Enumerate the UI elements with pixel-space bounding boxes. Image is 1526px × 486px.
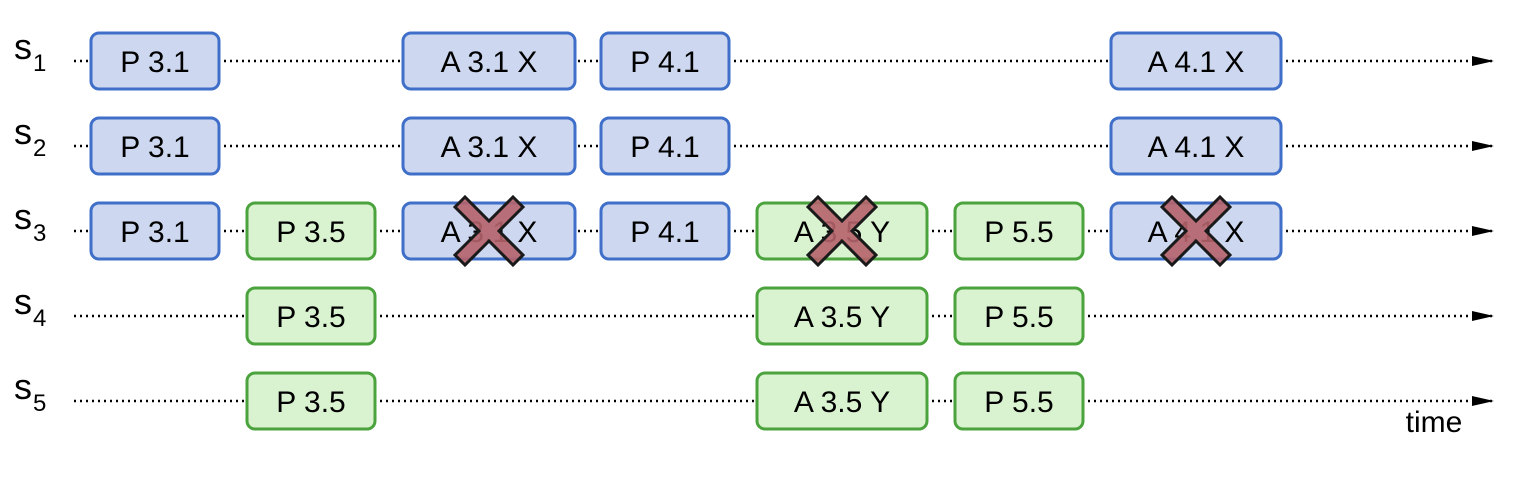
rejected-x-icon <box>452 194 526 268</box>
rejected-x-icon <box>1159 194 1233 268</box>
message-label: P 4.1 <box>630 46 700 79</box>
message-label: A 4.1 X <box>1148 131 1245 164</box>
message-box-bg <box>599 201 731 261</box>
message-box: P 4.1 <box>599 31 731 91</box>
message-box-bg <box>245 286 377 346</box>
server-label-s5: s5 <box>14 366 46 417</box>
message-box-bg <box>401 116 577 176</box>
message-box: A 4.1 X <box>1109 31 1283 91</box>
message-label: P 3.5 <box>276 301 346 334</box>
message-box-bg <box>953 201 1085 261</box>
message-box: A 4.1 X <box>1109 116 1283 176</box>
message-label: P 3.5 <box>276 386 346 419</box>
message-box-bg <box>599 31 731 91</box>
message-box: A 3.5 Y <box>755 371 929 431</box>
message-boxes: P 3.1 A 3.1 X P 4.1 A 4.1 X P 3.1 A 3.1 X P 4.… <box>89 31 1283 431</box>
message-label: P 3.1 <box>120 216 190 249</box>
server-label-s4: s4 <box>14 281 46 332</box>
message-box-bg <box>755 286 929 346</box>
message-box: A 3.5 Y <box>755 286 929 346</box>
message-label: A 4.1 X <box>1148 46 1245 79</box>
message-label: P 4.1 <box>630 216 700 249</box>
message-label: P 5.5 <box>984 386 1054 419</box>
message-box: P 4.1 <box>599 201 731 261</box>
message-box: P 3.1 <box>89 201 221 261</box>
message-label: P 3.5 <box>276 216 346 249</box>
message-label: P 3.1 <box>120 131 190 164</box>
message-box-bg <box>89 31 221 91</box>
message-box-bg <box>89 201 221 261</box>
message-label: A 3.5 Y <box>794 386 890 419</box>
message-box-bg <box>755 371 929 431</box>
message-box-bg <box>599 116 731 176</box>
message-box-bg <box>245 371 377 431</box>
message-box: P 5.5 <box>953 371 1085 431</box>
message-box-bg <box>953 371 1085 431</box>
message-box-bg <box>89 116 221 176</box>
rejected-x-icon <box>805 194 879 268</box>
server-label-s1: s1 <box>14 26 46 77</box>
message-box: A 3.1 X <box>401 116 577 176</box>
message-label: P 5.5 <box>984 301 1054 334</box>
message-box-bg <box>1109 31 1283 91</box>
message-label: A 3.1 X <box>441 131 538 164</box>
message-box-bg <box>401 31 577 91</box>
message-box: P 3.5 <box>245 201 377 261</box>
message-box: P 3.1 <box>89 116 221 176</box>
time-axis-label: time <box>1406 406 1463 439</box>
message-box-bg <box>245 201 377 261</box>
message-label: A 3.1 X <box>441 46 538 79</box>
rejection-marks <box>452 194 1233 268</box>
message-label: P 5.5 <box>984 216 1054 249</box>
message-label: P 3.1 <box>120 46 190 79</box>
message-box-bg <box>1109 116 1283 176</box>
message-box: P 5.5 <box>953 201 1085 261</box>
message-box: P 5.5 <box>953 286 1085 346</box>
server-label-s3: s3 <box>14 196 46 247</box>
message-box-bg <box>953 286 1085 346</box>
server-label-s2: s2 <box>14 111 46 162</box>
message-box: P 3.5 <box>245 286 377 346</box>
message-box: P 4.1 <box>599 116 731 176</box>
message-label: P 4.1 <box>630 131 700 164</box>
message-box: P 3.1 <box>89 31 221 91</box>
message-box: P 3.5 <box>245 371 377 431</box>
message-label: A 3.5 Y <box>794 301 890 334</box>
message-box: A 3.1 X <box>401 31 577 91</box>
